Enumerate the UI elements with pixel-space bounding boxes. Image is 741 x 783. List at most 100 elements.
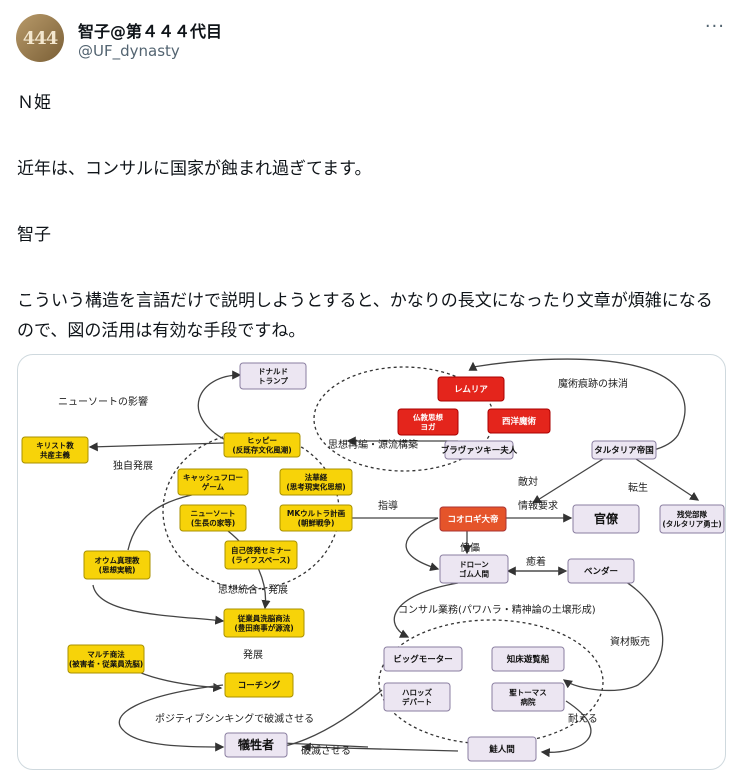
diagram-edge xyxy=(635,458,700,501)
node-label: コオロギ大帝 xyxy=(447,514,499,525)
node-label: 共産主義 xyxy=(40,449,70,459)
edge-label-magic-erase: 魔術痕跡の抹消 xyxy=(558,377,628,390)
node-label: (被害者・従業員洗脳) xyxy=(69,658,143,668)
node-label: 官僚 xyxy=(594,511,619,526)
node-label: タルタリア帝国 xyxy=(594,445,654,456)
node-label: 病院 xyxy=(521,696,536,706)
node-blavatsky: ブラヴァツキー夫人 xyxy=(441,440,518,460)
node-label: (思想実戦) xyxy=(99,564,136,574)
node-label: 聖トーマス xyxy=(509,687,547,697)
more-dots-icon[interactable]: ··· xyxy=(704,16,725,37)
node-label: (反既存文化風潮) xyxy=(232,444,291,454)
node-label: 自己啓発セミナー xyxy=(231,545,291,555)
node-label: ニューソート xyxy=(191,509,236,518)
node-label: レムリア xyxy=(454,385,488,395)
edge-label-development: 発展 xyxy=(243,648,263,661)
node-label: 知床遊覧船 xyxy=(507,654,550,665)
node-label: オウム真理教 xyxy=(95,555,140,565)
node-label: コーチング xyxy=(238,680,281,691)
edge-label-enemy: 敵対 xyxy=(518,475,538,488)
diagram-edge xyxy=(281,742,369,748)
node-remnant: 残党部隊(タルタリア勇士) xyxy=(659,504,725,534)
edge-label-intel: 情報要求 xyxy=(518,499,558,512)
node-cricket: コオロギ大帝 xyxy=(439,506,507,532)
node-label: ドナルド xyxy=(258,367,288,376)
diagram-edge xyxy=(92,584,225,625)
node-western-magic: 西洋魔術 xyxy=(487,408,551,434)
node-label: ベンダー xyxy=(584,566,618,577)
edge-label-sales: 資材販売 xyxy=(610,635,650,648)
tweet-line: Ｎ姫 xyxy=(17,93,51,113)
node-label: (朝鮮戦争) xyxy=(298,517,335,527)
node-aum: オウム真理教(思想実戦) xyxy=(83,550,151,580)
edge-label-destroy: 破滅させる xyxy=(301,744,351,757)
node-label: マルチ商法 xyxy=(87,649,125,659)
node-bigmotor: ビッグモーター xyxy=(383,646,463,672)
node-slave: 鮭人間 xyxy=(467,736,537,762)
node-label: 法華経 xyxy=(305,472,328,482)
node-label: ゲーム xyxy=(202,481,225,491)
diagram-edge xyxy=(118,684,225,752)
tweet-image[interactable]: ドナルドトランプレムリア仏教思想ヨガ 西洋魔術ブラヴァツキー夫人 キリスト教共産主義… xyxy=(17,354,726,770)
node-label: (思考現実化思想) xyxy=(286,481,345,491)
node-label: 残党部隊 xyxy=(677,509,707,519)
edge-label-collusion: 癒着 xyxy=(526,555,546,568)
node-label: ヒッピー xyxy=(247,435,277,445)
node-label: キリスト教 xyxy=(36,440,74,450)
node-vendor: ベンダー xyxy=(567,558,635,584)
diagram-edge xyxy=(197,370,242,442)
diagram-edge xyxy=(405,517,440,572)
node-label: (豊田商事が源流) xyxy=(234,622,293,632)
node-mlm: マルチ商法(被害者・従業員洗脳) xyxy=(67,644,145,674)
node-lemuria: レムリア xyxy=(437,376,505,402)
node-label: (生長の家等) xyxy=(191,517,235,527)
node-hippie: ヒッピー(反既存文化風潮) xyxy=(223,432,301,458)
node-label: ビッグモーター xyxy=(393,654,453,665)
edge-label-independent: 独自発展 xyxy=(113,459,153,472)
node-label: キャッシュフロー xyxy=(183,473,243,482)
node-label: ブラヴァツキー夫人 xyxy=(441,445,518,456)
diagram-edge xyxy=(88,442,225,452)
diagram-edge xyxy=(540,700,592,758)
diagram-edge xyxy=(301,742,459,752)
tweet-line: こういう構造を言語だけで説明しようとすると、かなりの長文になったり文章が煩雑にな… xyxy=(17,291,713,341)
node-label: MKウルトラ計画 xyxy=(287,508,345,518)
author-name[interactable]: 智子@第４４４代目 xyxy=(78,22,223,41)
node-label: ドローン xyxy=(459,560,489,569)
avatar[interactable]: 444 xyxy=(16,14,64,62)
node-tartaria: タルタリア帝国 xyxy=(591,440,657,460)
edge-label-reincarnation: 転生 xyxy=(628,481,648,494)
company-ellipse xyxy=(378,619,604,745)
node-label: 鮭人間 xyxy=(488,744,515,755)
edge-label-guidance: 指導 xyxy=(378,499,398,512)
node-label: トランプ xyxy=(258,375,288,385)
edge-label-newthought-influence: ニューソートの影響 xyxy=(58,395,148,408)
node-label: (タルタリア勇士) xyxy=(662,518,721,528)
edge-label-endure: 耐える xyxy=(568,712,598,725)
node-victim: 犠牲者 xyxy=(224,732,288,758)
node-label: ハロッズ xyxy=(402,687,432,697)
node-selfdev: 自己啓発セミナー(ライフスペース) xyxy=(224,540,298,570)
node-label: ゴム人間 xyxy=(459,568,489,578)
diagram-edge xyxy=(227,530,271,610)
node-label: (ライフスペース) xyxy=(232,555,290,564)
node-employee: 従業員洗脳商法(豊田商事が源流) xyxy=(223,608,305,638)
author-handle[interactable]: @UF_dynasty xyxy=(78,42,180,60)
edge-label-rewrite: 思想再編・源流構築 xyxy=(328,438,418,451)
node-mkultra: MKウルトラ計画(朝鮮戦争) xyxy=(279,504,353,532)
tweet-line: 近年は、コンサルに国家が蝕まれ過ぎてます。 xyxy=(17,159,372,179)
diagram-edge xyxy=(562,576,664,692)
edge-label-integration: 思想統合・発展 xyxy=(218,583,288,596)
node-coaching: コーチング xyxy=(224,672,294,698)
node-label: ヨガ xyxy=(421,421,436,431)
node-label: 従業員洗脳商法 xyxy=(237,613,291,623)
avatar-text: 444 xyxy=(22,27,59,49)
edge-label-consulting: コンサル業務(パワハラ・精神論の土壌形成) xyxy=(398,603,596,616)
node-label: 仏教思想 xyxy=(412,412,443,422)
